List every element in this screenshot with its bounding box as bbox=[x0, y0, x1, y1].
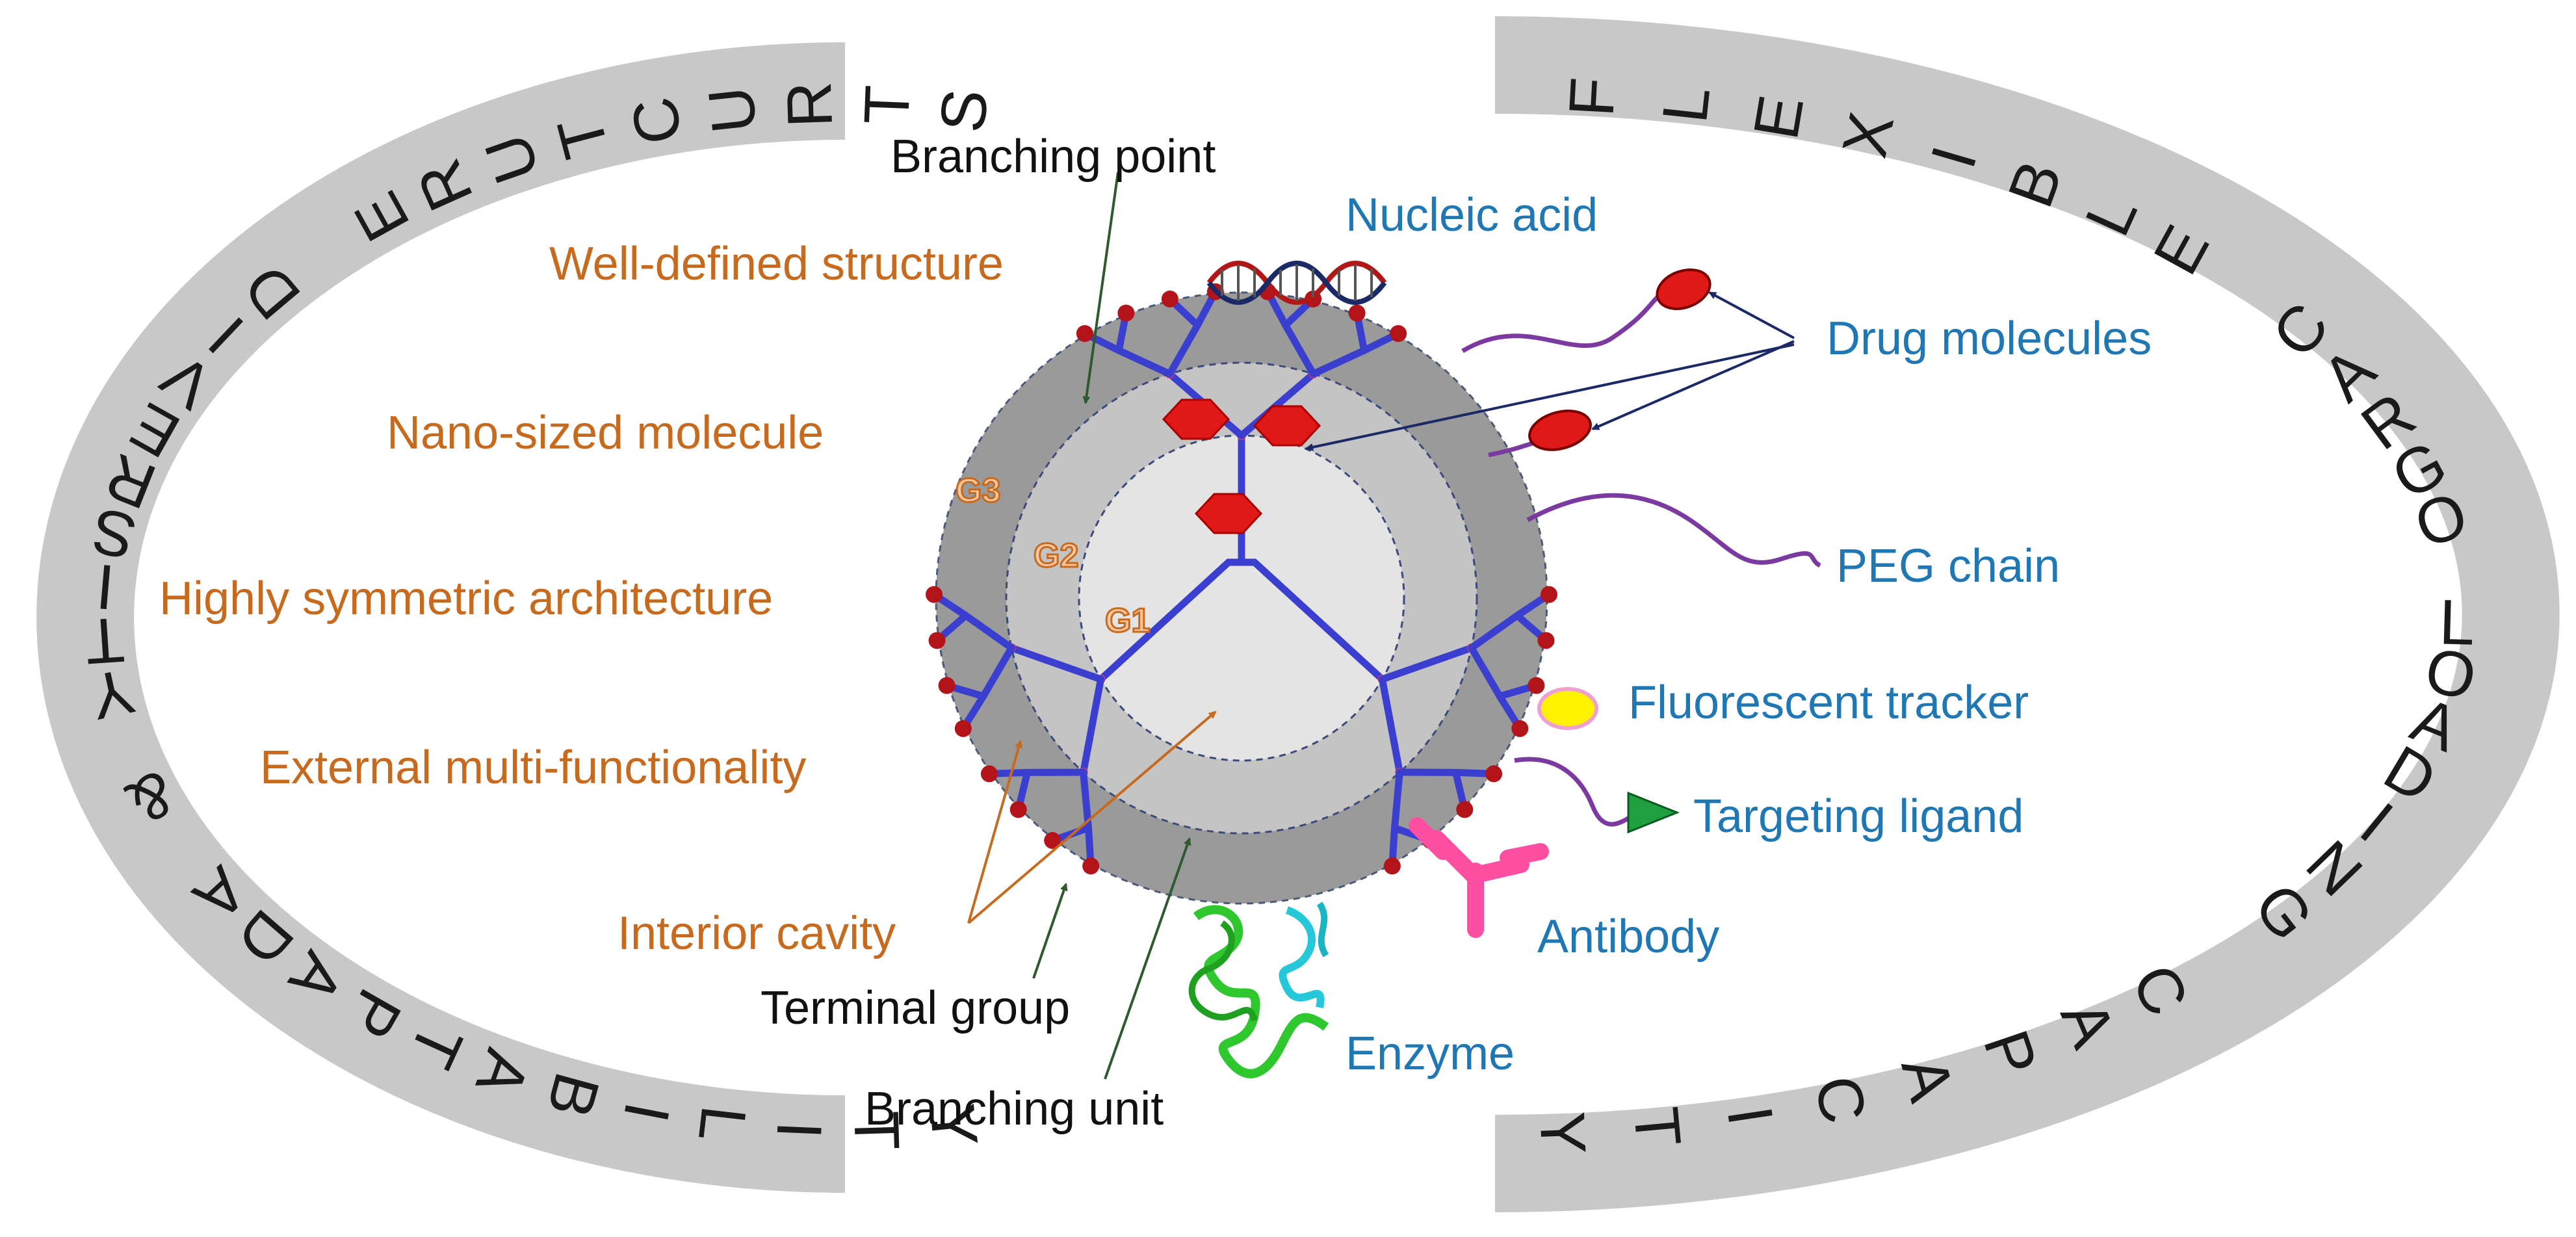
arc-letter: L bbox=[1648, 83, 1723, 126]
drug-molecule-arrows bbox=[1305, 291, 1795, 451]
terminal-group bbox=[1511, 720, 1529, 737]
drug-oval-icon bbox=[1528, 410, 1592, 451]
arc-letter: R bbox=[773, 81, 846, 129]
terminal-group bbox=[1456, 801, 1474, 818]
branching-unit bbox=[1390, 768, 1403, 832]
label-nucleic-acid: Nucleic acid bbox=[1346, 189, 1598, 241]
branching-network bbox=[926, 283, 1557, 875]
feature-well-defined-structure: Well-defined structure bbox=[549, 238, 1004, 290]
enzyme-ribbon-icon bbox=[1188, 902, 1329, 1078]
hexagon-drug-icon bbox=[1162, 398, 1321, 534]
branching-point-arrow bbox=[1082, 172, 1119, 404]
dendrimer-sphere bbox=[935, 291, 1548, 905]
terminal-group bbox=[1540, 586, 1557, 603]
fluorescent-blob-icon bbox=[1537, 687, 1598, 730]
terminal-group bbox=[1044, 832, 1061, 850]
label-fluorescent-tracker: Fluorescent tracker bbox=[1628, 677, 2029, 729]
targeting-ligand bbox=[1514, 757, 1680, 834]
arc-letter: F bbox=[1555, 75, 1628, 118]
terminal-group bbox=[1528, 677, 1545, 694]
label-terminal-group: Terminal group bbox=[761, 982, 1070, 1034]
terminal-group bbox=[1537, 632, 1555, 649]
branching-unit bbox=[1115, 346, 1174, 378]
feature-external-multi-functionality: External multi-functionality bbox=[260, 742, 806, 794]
generation-label-g2: G2 bbox=[1034, 537, 1078, 575]
ligand-triangle-icon bbox=[1627, 791, 1680, 834]
branching-unit bbox=[1097, 558, 1232, 683]
antibody-y-icon bbox=[1409, 817, 1549, 938]
arc-letter: U bbox=[694, 83, 770, 137]
label-branching-point: Branching point bbox=[891, 131, 1216, 183]
arc-letter: I bbox=[763, 1120, 835, 1141]
arc-letter: T bbox=[850, 84, 923, 125]
label-targeting-ligand: Targeting ligand bbox=[1693, 790, 2023, 842]
terminal-group bbox=[1009, 801, 1027, 818]
branching-unit bbox=[1282, 321, 1317, 378]
terminal-group bbox=[928, 632, 946, 649]
label-antibody: Antibody bbox=[1537, 911, 1719, 963]
dna-helix-icon bbox=[1206, 261, 1387, 305]
branching-unit bbox=[1080, 675, 1104, 776]
arc-letter: L bbox=[2438, 586, 2476, 658]
terminal-group bbox=[1383, 857, 1401, 875]
branching-unit bbox=[1008, 644, 1104, 683]
branching-unit bbox=[1468, 612, 1521, 652]
peg-chain-drug-1 bbox=[1461, 268, 1711, 354]
terminal-group bbox=[954, 720, 972, 737]
arc-letter: Y bbox=[1526, 1110, 1599, 1156]
feature-interior-cavity: Interior cavity bbox=[618, 907, 896, 959]
drug-oval-icon bbox=[1656, 268, 1711, 310]
arc-band-left bbox=[36, 42, 846, 1193]
peg-chain bbox=[1526, 493, 1821, 568]
arc-band-right bbox=[1494, 16, 2560, 1212]
feature-nano-sized-molecule: Nano-sized molecule bbox=[387, 407, 824, 459]
peg-chain-drug-2 bbox=[1488, 410, 1592, 458]
branching-unit bbox=[1251, 558, 1386, 683]
arc-letter: T bbox=[1620, 1104, 1695, 1150]
label-drug-molecules: Drug molecules bbox=[1827, 313, 2152, 365]
label-peg-chain: PEG chain bbox=[1836, 540, 2060, 592]
branching-unit bbox=[962, 612, 1015, 652]
generation-label-g3: G3 bbox=[956, 472, 1000, 510]
terminal-group bbox=[926, 586, 943, 603]
terminal-group bbox=[980, 765, 998, 783]
arc-letter: Y bbox=[917, 1100, 992, 1150]
terminal-group bbox=[1161, 291, 1178, 308]
branching-unit bbox=[1379, 644, 1476, 683]
terminal-group bbox=[1076, 325, 1093, 343]
terminal-group bbox=[1117, 304, 1135, 322]
branching-unit bbox=[1468, 644, 1503, 700]
terminal-group bbox=[1348, 304, 1366, 322]
interior-cavity-arrows bbox=[967, 710, 1217, 924]
branching-unit bbox=[1238, 370, 1317, 439]
branching-unit bbox=[1309, 346, 1368, 378]
label-enzyme: Enzyme bbox=[1346, 1028, 1515, 1080]
arc-letter: S bbox=[926, 86, 1002, 136]
arc-letter: L bbox=[685, 1102, 761, 1146]
label-branching-unit: Branching unit bbox=[865, 1083, 1164, 1135]
branching-unit bbox=[1379, 675, 1403, 776]
branching-unit-arrow bbox=[1104, 837, 1191, 1080]
terminal-group bbox=[1390, 325, 1407, 343]
terminal-group bbox=[1082, 857, 1100, 875]
branching-unit bbox=[1080, 768, 1093, 832]
terminal-group bbox=[1485, 765, 1503, 783]
feature-highly-symmetric-architecture: Highly symmetric architecture bbox=[159, 573, 773, 625]
arc-letter: T bbox=[83, 604, 127, 678]
terminal-group bbox=[938, 677, 956, 694]
terminal-group-arrow bbox=[1032, 883, 1068, 979]
arc-letter: T bbox=[840, 1110, 913, 1151]
branching-unit bbox=[980, 644, 1015, 700]
generation-label-g1: G1 bbox=[1105, 602, 1150, 640]
branching-unit bbox=[1166, 321, 1201, 378]
